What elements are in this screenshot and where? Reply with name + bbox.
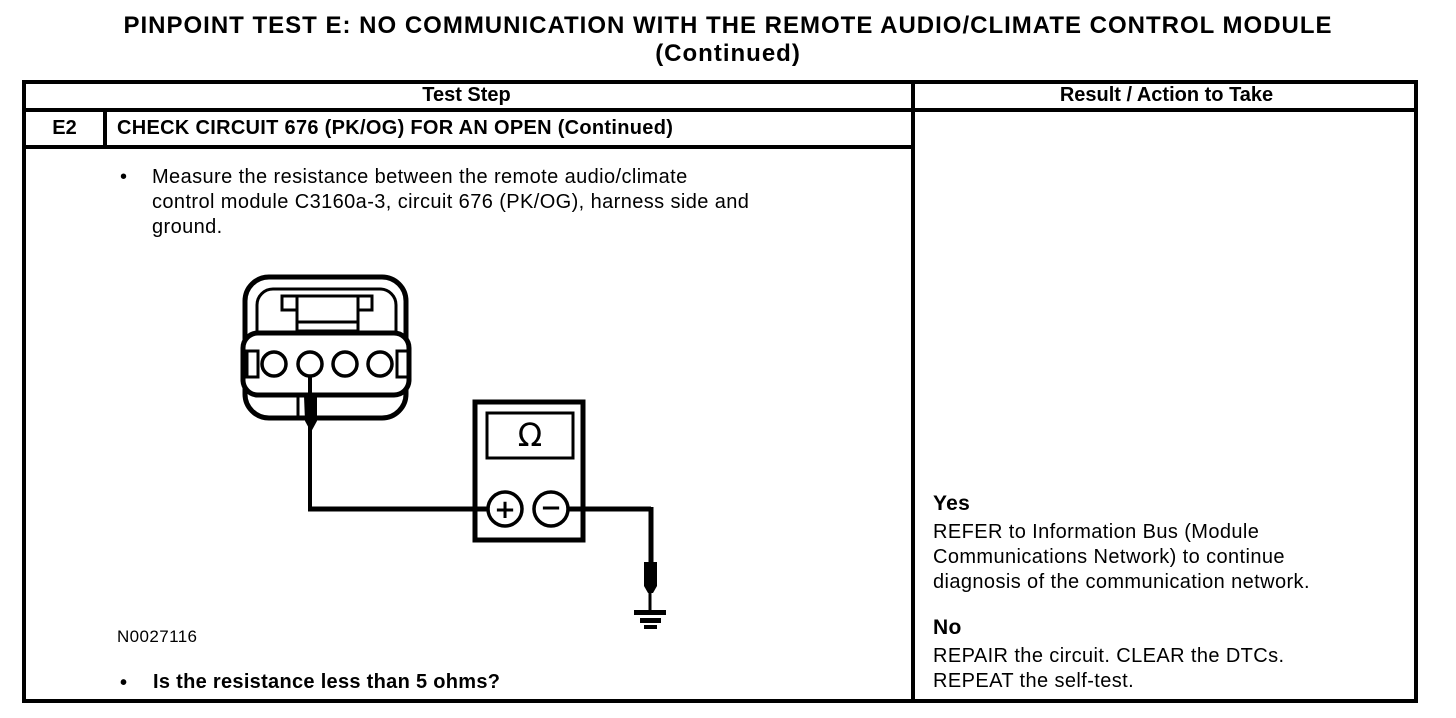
positive-terminal [486, 490, 524, 528]
measurement-diagram: Ω + − [240, 274, 666, 629]
result-yes-line: diagnosis of the communication network. [933, 571, 1310, 593]
result-no-line: REPAIR the circuit. CLEAR the DTCs. [933, 645, 1285, 667]
ground-symbol-icon [634, 610, 666, 629]
instruction-line: Measure the resistance between the remot… [152, 166, 688, 188]
result-no-label: No [933, 616, 962, 639]
figure-number: N0027116 [117, 627, 198, 646]
probe-tip-ground [644, 562, 657, 593]
result-yes-line: Communications Network) to continue [933, 546, 1285, 568]
question-bullet-glyph: • [120, 672, 128, 694]
page-title: PINPOINT TEST E: NO COMMUNICATION WITH T… [123, 12, 1333, 39]
connector-pin-3 [331, 350, 359, 378]
ohmmeter-drawing: Ω [472, 399, 586, 543]
page-title-continued: (Continued) [655, 40, 801, 67]
minus-symbol: − [540, 493, 562, 523]
result-yes-label: Yes [933, 492, 971, 515]
instruction-line: ground. [152, 216, 223, 238]
step-name: CHECK CIRCUIT 676 (PK/OG) FOR AN OPEN (C… [117, 117, 674, 139]
connector-pin-1 [260, 350, 288, 378]
instruction-line: control module C3160a-3, circuit 676 (PK… [152, 191, 750, 213]
connector-drawing [240, 274, 412, 421]
plus-symbol: + [494, 495, 516, 525]
probe-tip-connector [304, 396, 317, 432]
connector-pin-2 [296, 350, 324, 378]
step-id: E2 [52, 117, 77, 139]
negative-terminal [532, 490, 570, 528]
connector-pin-4 [366, 350, 394, 378]
instruction-bullet-glyph: • [120, 166, 128, 188]
header-row-divider [22, 108, 1418, 112]
column-header-result-action: Result / Action to Take [1059, 84, 1274, 106]
result-yes-line: REFER to Information Bus (Module [933, 521, 1260, 543]
pinpoint-test-table-border [22, 80, 1418, 703]
step-title-row-divider [22, 145, 915, 149]
column-header-test-step: Test Step [422, 84, 511, 106]
step-id-cell-divider [103, 108, 107, 149]
ohm-symbol: Ω [518, 416, 542, 454]
result-no-line: REPEAT the self-test. [933, 670, 1135, 692]
step-question: Is the resistance less than 5 ohms? [153, 671, 501, 693]
column-divider [911, 80, 915, 703]
